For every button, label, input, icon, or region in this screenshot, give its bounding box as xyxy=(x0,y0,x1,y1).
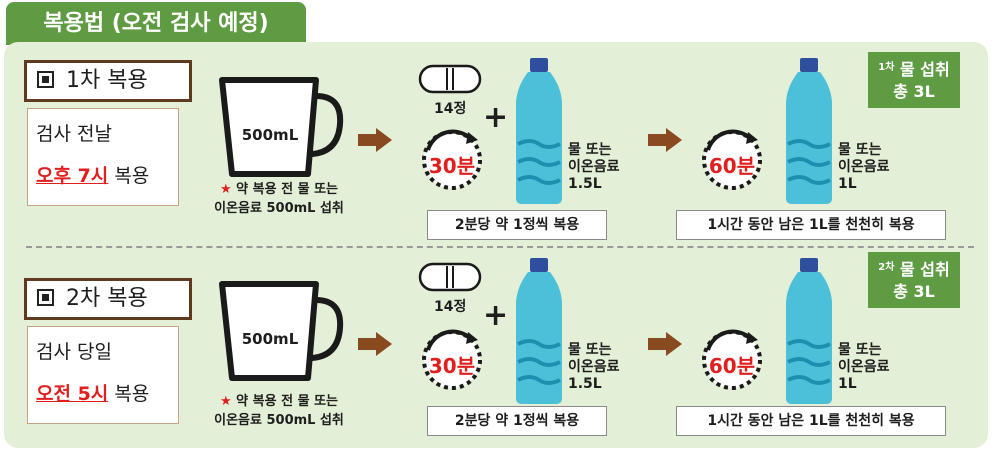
total-dose-number: 2차 xyxy=(878,262,895,273)
water-line-3: 1L xyxy=(838,376,857,392)
plus-sign: + xyxy=(483,298,509,333)
arrow-right-icon xyxy=(648,332,682,356)
timer-duration: 30분 xyxy=(428,154,476,178)
water-bottle-icon xyxy=(516,58,562,204)
note-line-2: 이온음료 500mL 섭취 xyxy=(214,201,344,216)
water-line-2: 이온음료 xyxy=(568,359,620,375)
pill-count: 14정 xyxy=(434,299,467,315)
dose-heading: 1차 복용 xyxy=(24,60,192,102)
schedule-time: 오후 7시 xyxy=(36,165,109,187)
schedule-time: 오전 5시 xyxy=(36,383,109,405)
water-line-1: 물 또는 xyxy=(568,342,612,358)
water-line-3: 1.5L xyxy=(568,376,602,392)
total-line-1: 물 섭취 xyxy=(900,60,950,79)
section-divider xyxy=(26,246,974,248)
schedule-day: 검사 전날 xyxy=(36,123,112,145)
checkbox-icon xyxy=(37,289,54,306)
schedule-time-line: 오후 7시 복용 xyxy=(36,161,149,188)
cup-volume: 500mL xyxy=(241,126,299,144)
note-line-2: 이온음료 500mL 섭취 xyxy=(214,413,344,428)
dose-heading-label: 2차 복용 xyxy=(66,286,148,311)
cup-icon xyxy=(219,77,344,177)
note-line-1: 약 복용 전 물 또는 xyxy=(236,394,338,409)
star-icon: ★ xyxy=(219,182,232,197)
water-bottle-icon xyxy=(786,58,832,204)
water-line-3: 1.5L xyxy=(568,176,602,192)
pre-dose-note: ★ 약 복용 전 물 또는 이온음료 500mL 섭취 xyxy=(189,392,369,430)
pre-dose-note: ★ 약 복용 전 물 또는 이온음료 500mL 섭취 xyxy=(189,180,369,218)
total-line-2: 총 3L xyxy=(893,282,935,301)
timer-icon xyxy=(422,129,482,190)
plus-sign: + xyxy=(483,100,509,135)
timer-duration: 60분 xyxy=(708,154,756,178)
timer-duration: 30분 xyxy=(428,354,476,378)
cup-icon xyxy=(219,281,344,381)
total-water-badge: 2차 물 섭취 총 3L xyxy=(868,252,960,308)
water-line-3: 1L xyxy=(838,176,857,192)
water-line-2: 이온음료 xyxy=(838,159,890,175)
total-line-2: 총 3L xyxy=(893,82,935,101)
water-amount: 물 또는 이온음료 1.5L xyxy=(568,142,620,193)
step-instruction: 1시간 동안 남은 1L를 천천히 복용 xyxy=(676,406,946,436)
step-instruction: 2분당 약 1정씩 복용 xyxy=(427,210,607,240)
pill-count: 14정 xyxy=(434,101,467,117)
arrow-right-icon xyxy=(358,128,392,152)
timer-icon xyxy=(702,329,762,390)
water-amount: 물 또는 이온음료 1.5L xyxy=(568,342,620,393)
dose-heading-label: 1차 복용 xyxy=(66,68,148,93)
schedule-time-suffix: 복용 xyxy=(114,165,150,187)
pill-icon xyxy=(418,262,482,292)
schedule-box: 검사 전날 오후 7시 복용 xyxy=(27,108,179,206)
schedule-time-suffix: 복용 xyxy=(114,383,150,405)
schedule-time-line: 오전 5시 복용 xyxy=(36,379,149,406)
star-icon: ★ xyxy=(219,394,232,409)
dose-heading: 2차 복용 xyxy=(24,278,192,320)
page-title: 복용법 (오전 검사 예정) xyxy=(6,2,306,45)
step-instruction: 1시간 동안 남은 1L를 천천히 복용 xyxy=(676,210,946,240)
arrow-right-icon xyxy=(648,128,682,152)
schedule-box: 검사 당일 오전 5시 복용 xyxy=(27,326,179,424)
water-bottle-icon xyxy=(786,258,832,404)
water-line-1: 물 또는 xyxy=(838,142,882,158)
water-line-2: 이온음료 xyxy=(568,159,620,175)
arrow-right-icon xyxy=(358,332,392,356)
checkbox-icon xyxy=(37,71,54,88)
water-line-2: 이온음료 xyxy=(838,359,890,375)
water-line-1: 물 또는 xyxy=(568,142,612,158)
timer-icon xyxy=(422,329,482,390)
total-line-1: 물 섭취 xyxy=(900,260,950,279)
cup-volume: 500mL xyxy=(241,330,299,348)
schedule-day: 검사 당일 xyxy=(36,341,112,363)
timer-duration: 60분 xyxy=(708,354,756,378)
water-amount: 물 또는 이온음료 1L xyxy=(838,142,890,193)
pill-icon xyxy=(418,64,482,94)
total-water-badge: 1차 물 섭취 총 3L xyxy=(868,52,960,108)
timer-icon xyxy=(702,129,762,190)
step-instruction: 2분당 약 1정씩 복용 xyxy=(427,406,607,436)
water-bottle-icon xyxy=(516,258,562,404)
water-amount: 물 또는 이온음료 1L xyxy=(838,342,890,393)
water-line-1: 물 또는 xyxy=(838,342,882,358)
total-dose-number: 1차 xyxy=(878,62,895,73)
note-line-1: 약 복용 전 물 또는 xyxy=(236,182,338,197)
